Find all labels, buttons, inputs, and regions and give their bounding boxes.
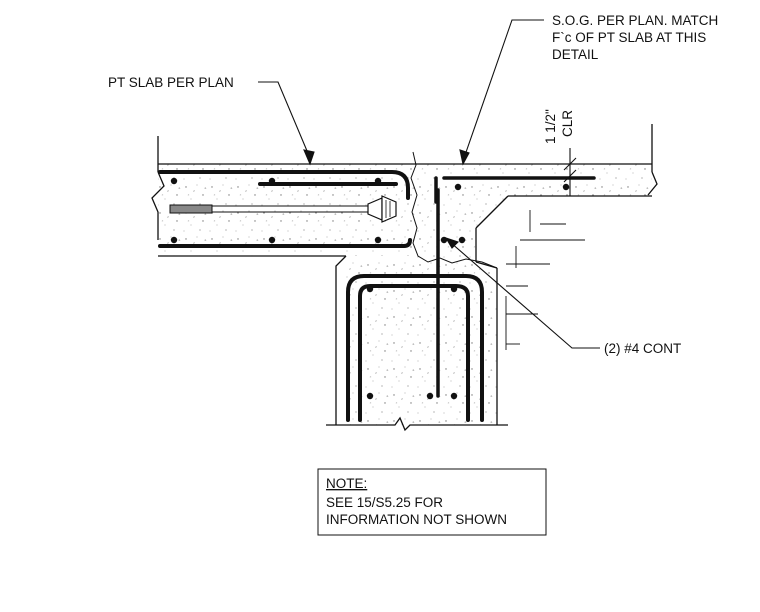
clearance-dimension	[563, 148, 577, 196]
leader-bars	[444, 237, 600, 349]
note-box: NOTE: SEE 15/S5.25 FOR INFORMATION NOT S…	[317, 468, 547, 536]
rebar-dot	[374, 177, 382, 185]
soil-hatch	[505, 210, 585, 350]
label-sog-line3: DETAIL	[552, 47, 599, 62]
rebar-dot	[366, 392, 374, 400]
concrete-hatch	[158, 164, 652, 425]
rebar-dot	[450, 392, 458, 400]
label-sog-line1: S.O.G. PER PLAN. MATCH	[552, 13, 718, 28]
pt-slab-outline	[151, 136, 416, 257]
label-clearance-unit: CLR	[560, 110, 575, 137]
cold-joint-line	[410, 151, 498, 269]
sog-rebar	[434, 176, 596, 204]
label-bars: (2) #4 CONT	[604, 341, 681, 356]
note-line2: INFORMATION NOT SHOWN	[326, 512, 507, 527]
rebar-dots	[170, 177, 570, 400]
rebar-dot	[170, 236, 178, 244]
rebar-dot	[374, 236, 382, 244]
rebar-dot	[562, 183, 570, 191]
leader-sog	[459, 19, 544, 166]
pt-slab-rebar	[158, 170, 412, 248]
rebar-dot	[458, 236, 466, 244]
beam-outline	[326, 255, 508, 432]
leader-pt-slab	[258, 81, 315, 166]
rebar-dot	[268, 236, 276, 244]
sog-outline	[416, 124, 658, 262]
beam-rebar	[346, 188, 484, 422]
rebar-dot	[268, 177, 276, 185]
rebar-dot	[454, 183, 462, 191]
label-clearance-value: 1 1/2"	[543, 109, 558, 144]
pt-tendon-anchor	[169, 195, 397, 223]
note-line1: SEE 15/S5.25 FOR	[326, 495, 443, 510]
label-sog-line2: F`c OF PT SLAB AT THIS	[552, 30, 706, 45]
rebar-dot	[366, 285, 374, 293]
label-pt-slab: PT SLAB PER PLAN	[108, 75, 234, 90]
rebar-dot	[170, 177, 178, 185]
rebar-dot	[450, 285, 458, 293]
rebar-dot	[426, 392, 434, 400]
note-title: NOTE:	[326, 476, 367, 491]
